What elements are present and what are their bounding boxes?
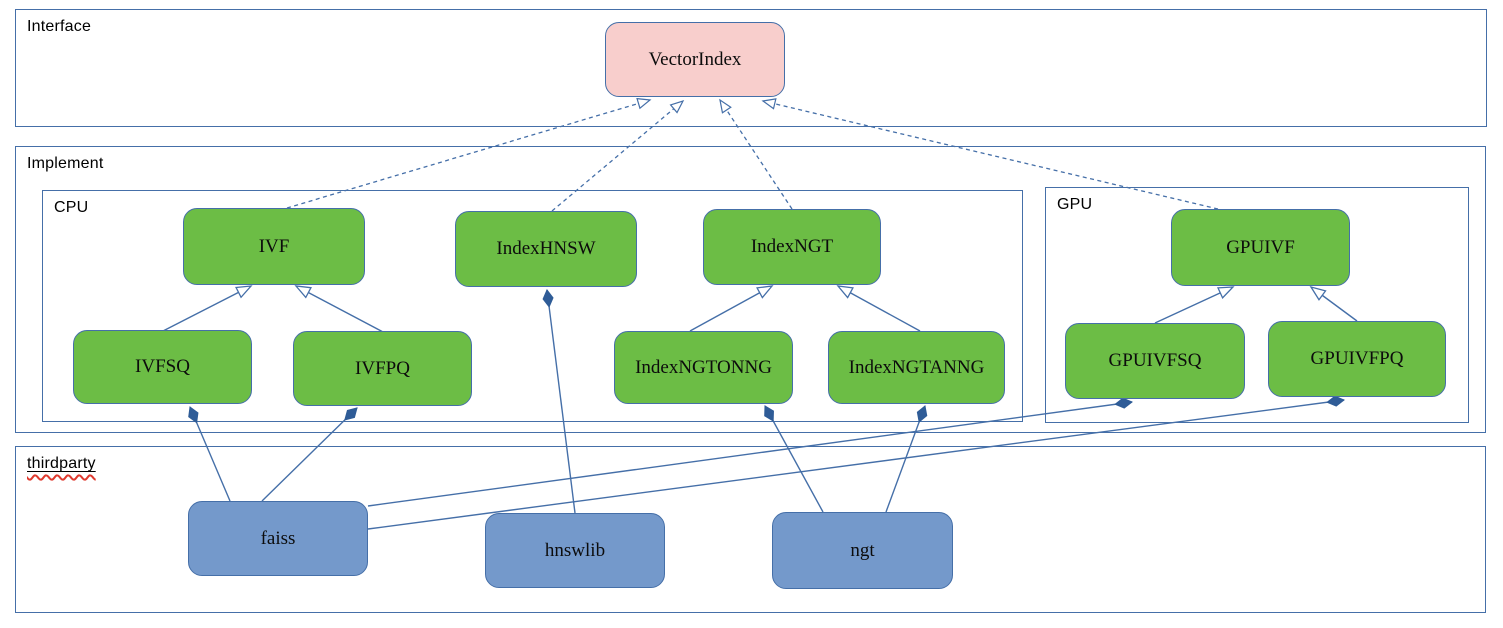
container-thirdparty-label: thirdparty	[27, 455, 96, 473]
node-indexngt-label: IndexNGT	[750, 236, 834, 257]
container-implement-label: Implement	[27, 155, 104, 172]
node-indexngtonng: IndexNGTONNG	[614, 331, 793, 404]
node-vectorindex-label: VectorIndex	[648, 48, 742, 70]
node-ivfsq: IVFSQ	[73, 330, 252, 404]
node-gpuivfsq: GPUIVFSQ	[1065, 323, 1245, 399]
node-ivfsq-label: IVFSQ	[135, 356, 190, 377]
node-indexhnsw-label: IndexHNSW	[496, 238, 596, 259]
container-cpu-label: CPU	[54, 199, 89, 216]
node-indexngtanng: IndexNGTANNG	[828, 331, 1005, 404]
node-ivfpq: IVFPQ	[293, 331, 472, 406]
node-gpuivf: GPUIVF	[1171, 209, 1350, 286]
node-gpuivfpq: GPUIVFPQ	[1268, 321, 1446, 397]
node-vectorindex: VectorIndex	[605, 22, 785, 97]
node-gpuivfpq-label: GPUIVFPQ	[1310, 348, 1404, 369]
node-ivf: IVF	[183, 208, 365, 285]
node-ivfpq-label: IVFPQ	[355, 357, 410, 379]
thirdparty-misspelling-squiggle: thirdparty	[27, 455, 96, 472]
node-faiss-label: faiss	[260, 527, 296, 549]
node-gpuivf-label: GPUIVF	[1226, 236, 1295, 258]
node-gpuivfsq-label: GPUIVFSQ	[1108, 350, 1202, 371]
container-interface-label: Interface	[27, 18, 92, 35]
node-ngt: ngt	[772, 512, 953, 589]
node-hnswlib-label: hnswlib	[544, 539, 606, 561]
node-indexhnsw: IndexHNSW	[455, 211, 637, 287]
node-faiss: faiss	[188, 501, 368, 576]
node-indexngt: IndexNGT	[703, 209, 881, 285]
container-gpu-label: GPU	[1057, 196, 1093, 213]
node-indexngtonng-label: IndexNGTONNG	[635, 356, 772, 378]
node-ngt-label: ngt	[850, 539, 875, 561]
node-hnswlib: hnswlib	[485, 513, 665, 588]
node-ivf-label: IVF	[258, 235, 290, 257]
node-indexngtanng-label: IndexNGTANNG	[848, 356, 985, 378]
